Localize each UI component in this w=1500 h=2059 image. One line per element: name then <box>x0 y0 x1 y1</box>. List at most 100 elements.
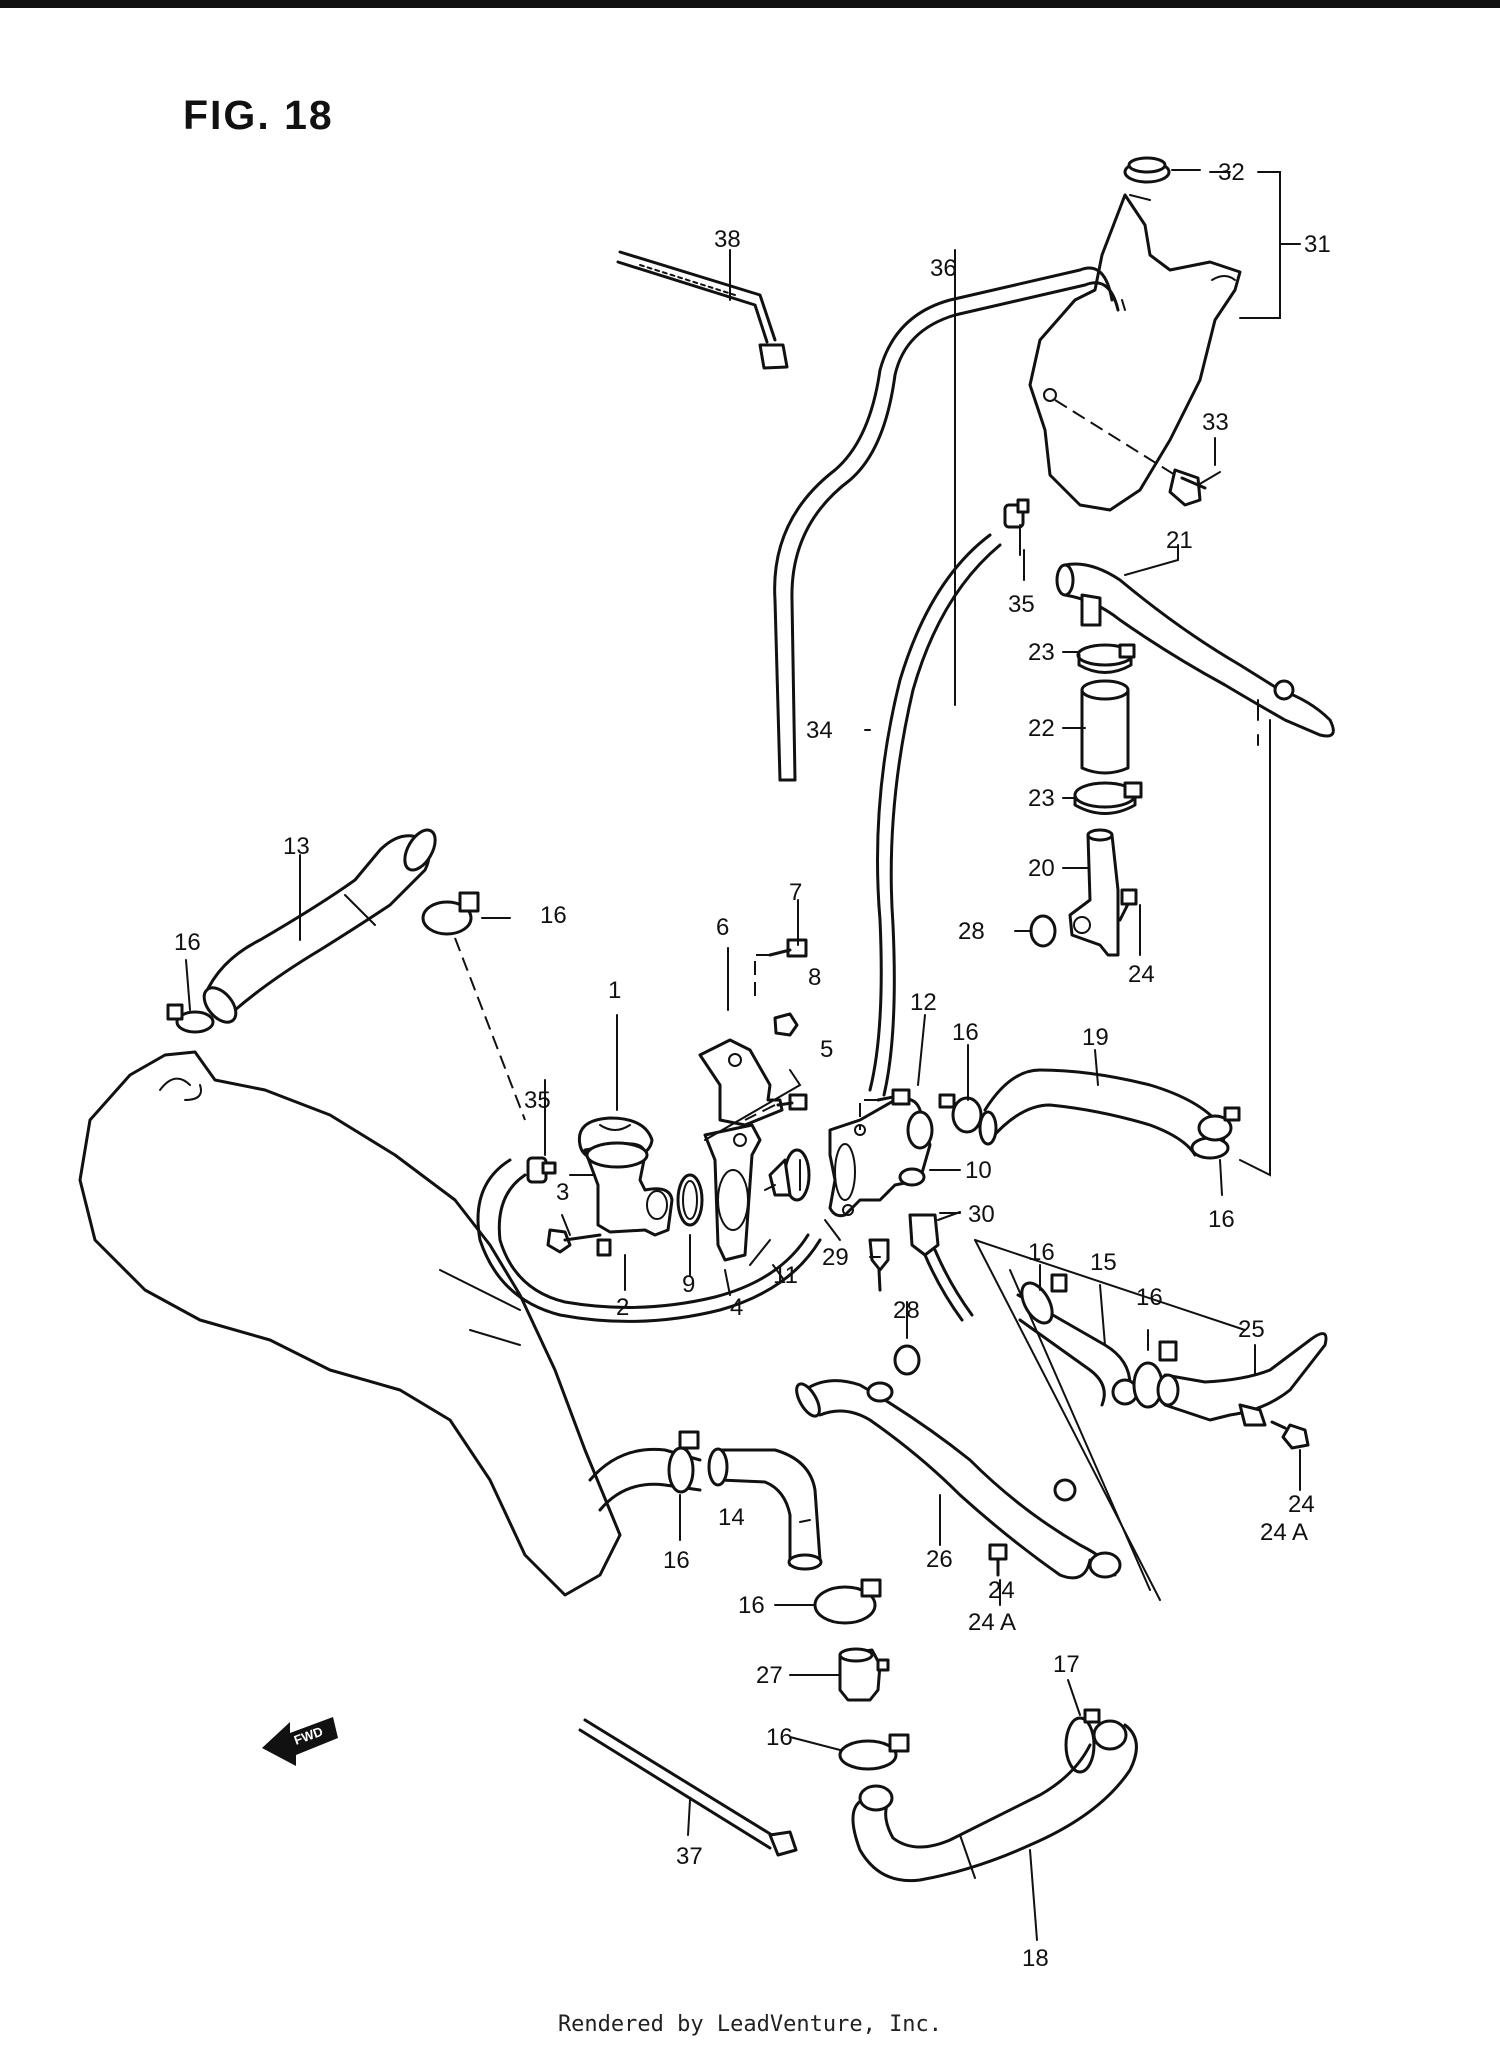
bolt-24-upper <box>1118 888 1138 922</box>
callout-16-c: 16 <box>952 1019 979 1046</box>
hose-14 <box>588 1447 823 1571</box>
clamp-16-15-left <box>1020 1273 1068 1325</box>
callout-17: 17 <box>1053 1651 1080 1678</box>
thermostat-cover-10 <box>828 1097 934 1218</box>
hose-36 <box>773 266 1114 782</box>
bolt-24-pipe-26 <box>988 1543 1008 1577</box>
clamp-35-upper <box>1003 498 1030 529</box>
pipe-25 <box>1156 1332 1328 1427</box>
bolt-3 <box>546 1228 602 1254</box>
pipe-21 <box>1055 562 1335 738</box>
callout-20: 20 <box>1028 855 1055 882</box>
callout-2: 2 <box>616 1294 629 1321</box>
clamp-16-19-left <box>938 1093 983 1134</box>
cable-tie-38 <box>616 250 789 370</box>
bolt-12 <box>876 1088 911 1106</box>
callout-14: 14 <box>718 1504 745 1531</box>
callout-16-h: 16 <box>738 1592 765 1619</box>
bolt-24-pipe-25 <box>1270 1420 1310 1450</box>
clamp-16-19-right <box>1197 1106 1241 1142</box>
clamp-23-upper <box>1076 643 1136 674</box>
bolt-7 <box>768 938 808 958</box>
radiator <box>78 1050 622 1597</box>
callout-19: 19 <box>1082 1024 1109 1051</box>
leader-lines <box>185 171 1301 1941</box>
fwd-direction-arrow: FWD <box>262 1717 338 1766</box>
callout-23-b: 23 <box>1028 785 1055 812</box>
callout-5: 5 <box>820 1036 833 1063</box>
clamp-16-lower <box>813 1578 882 1625</box>
callout-9: 9 <box>682 1271 695 1298</box>
callout-6: 6 <box>716 914 729 941</box>
hose-19 <box>978 1068 1230 1160</box>
callout-36: 36 <box>930 255 957 282</box>
housing-4 <box>703 1123 762 1262</box>
callout-24-c: 24 <box>988 1577 1015 1604</box>
thermostat-11 <box>764 1148 811 1202</box>
gasket-9 <box>676 1173 704 1227</box>
callout-22: 22 <box>1028 715 1055 742</box>
callout-31: 31 <box>1304 231 1331 258</box>
bolt-5 <box>776 1093 808 1111</box>
footer-credit: Rendered by LeadVenture, Inc. <box>557 2012 943 2037</box>
callout-25: 25 <box>1238 1316 1265 1343</box>
clamp-16-18 <box>838 1733 910 1771</box>
hose-34 <box>868 533 992 1092</box>
callout-24-b: 24 <box>1288 1491 1315 1518</box>
reservoir-tank <box>1028 156 1242 512</box>
bypass-hose <box>476 1158 822 1323</box>
callout-27: 27 <box>756 1662 783 1689</box>
callout-30: 30 <box>968 1201 995 1228</box>
callout-15: 15 <box>1090 1249 1117 1276</box>
figure-title: FIG. 18 <box>183 92 334 138</box>
callout-10: 10 <box>965 1157 992 1184</box>
hose-22 <box>1080 679 1130 775</box>
callout-34: 34 <box>806 717 833 744</box>
callout-28-b: 28 <box>893 1297 920 1324</box>
callout-26: 26 <box>926 1546 953 1573</box>
callout-28-a: 28 <box>958 918 985 945</box>
callout-16-a: 16 <box>174 929 201 956</box>
callout-7: 7 <box>789 879 802 906</box>
pipe-26 <box>795 1379 1122 1580</box>
callout-16-e: 16 <box>1028 1239 1055 1266</box>
callout-16-f: 16 <box>1136 1284 1163 1311</box>
callout-16-d: 16 <box>1208 1206 1235 1233</box>
callout-11: 11 <box>773 1262 798 1289</box>
hose-13 <box>202 828 437 1024</box>
callout-38: 38 <box>714 226 741 253</box>
callout-3: 3 <box>556 1179 569 1206</box>
callout-33: 33 <box>1202 409 1229 436</box>
callout-12: 12 <box>910 989 937 1016</box>
cable-tie-37 <box>578 1718 798 1857</box>
clamp-35-lower <box>526 1156 557 1184</box>
clamp-16-13-left <box>166 1003 215 1034</box>
callout-35-a: 35 <box>1008 591 1035 618</box>
sensor-30 <box>908 1213 974 1322</box>
callout-29: 29 <box>822 1244 849 1271</box>
hose-18 <box>851 1719 1138 1883</box>
union-27 <box>838 1647 890 1702</box>
top-border <box>0 0 1500 8</box>
nut-8 <box>773 1012 799 1037</box>
bolt-33 <box>1054 399 1207 507</box>
callout-13: 13 <box>283 833 310 860</box>
callout-16-b: 16 <box>540 902 567 929</box>
bracket-6 <box>698 1038 784 1127</box>
o-ring-28-upper <box>1029 914 1057 948</box>
callout-37: 37 <box>676 1843 703 1870</box>
callout-16-g: 16 <box>663 1547 690 1574</box>
callout-18: 18 <box>1022 1945 1049 1972</box>
callout-4: 4 <box>730 1294 743 1321</box>
clamp-16-14 <box>667 1430 700 1494</box>
callout-24-b-alt: 24 A <box>1260 1519 1308 1546</box>
callout-35-b: 35 <box>524 1087 551 1114</box>
clamp-16-15-right <box>1132 1340 1178 1409</box>
clamp-17 <box>1064 1708 1101 1774</box>
callout-1: 1 <box>608 977 621 1004</box>
callout-labels: 1 2 3 4 5 6 7 8 9 10 11 12 13 14 15 16 1… <box>174 159 1331 1972</box>
o-ring-28-lower <box>893 1344 921 1376</box>
filler-neck-2 <box>569 1141 674 1257</box>
callout-32: 32 <box>1218 159 1245 186</box>
